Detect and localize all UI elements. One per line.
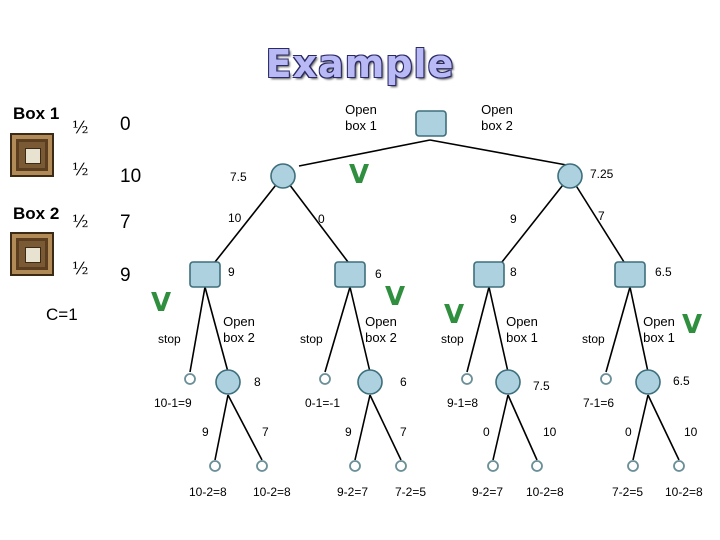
chance-value-l4-a: 8 xyxy=(254,375,261,389)
root-checkmark: V xyxy=(349,160,370,190)
tree-edges xyxy=(189,139,680,461)
leaf-value-7: 7-2=5 xyxy=(612,485,644,499)
outcome-value-4: 7 xyxy=(400,425,407,439)
decision-value-c: 8 xyxy=(510,265,517,279)
chance-value-l4-c: 7.5 xyxy=(533,379,550,393)
open-box-2-text-b: Open box 2 xyxy=(365,314,397,345)
leaf-value-1: 10-2=8 xyxy=(189,485,227,499)
cost-label: C=1 xyxy=(46,305,78,324)
decision-value-a: 9 xyxy=(228,265,235,279)
leaf-value-6: 10-2=8 xyxy=(526,485,564,499)
outcome-value-1: 9 xyxy=(202,425,209,439)
open-box-1-text-c: Open box 1 xyxy=(506,314,538,345)
stop-value-d: 7-1=6 xyxy=(583,396,615,410)
chance-node-l4-b xyxy=(357,369,383,395)
chance-node-l4-c xyxy=(495,369,521,395)
root-open-box-1-label: Open box 1 xyxy=(337,102,385,134)
stop-label-b: stop xyxy=(300,332,323,346)
open-box-1-label-d: Open box 1 xyxy=(638,314,680,346)
prob-box2-0: ½ xyxy=(72,212,89,232)
branch-value-d: 7 xyxy=(598,209,605,223)
decision-value-d: 6.5 xyxy=(655,265,672,279)
decision-node-a xyxy=(189,261,221,288)
outcome-value-8: 10 xyxy=(684,425,698,439)
stop-value-a: 10-1=9 xyxy=(154,396,192,410)
check-c: V xyxy=(444,300,465,330)
value-box1-0: 0 xyxy=(120,114,131,135)
value-chance-left: 7.5 xyxy=(230,170,247,184)
open-box-2-label-b: Open box 2 xyxy=(360,314,402,346)
outcome-value-3: 9 xyxy=(345,425,352,439)
chance-node-l4-d xyxy=(635,369,661,395)
chance-value-l4-b: 6 xyxy=(400,375,407,389)
decision-node-c xyxy=(473,261,505,288)
decision-value-b: 6 xyxy=(375,267,382,281)
open-box-1-label-c: Open box 1 xyxy=(501,314,543,346)
open-box-2-text-a: Open box 2 xyxy=(223,314,255,345)
box2-crate-icon xyxy=(10,232,54,276)
chance-node-l4-a xyxy=(215,369,241,395)
value-box2-1: 9 xyxy=(120,265,131,286)
open-box-1-text: Open box 1 xyxy=(345,102,377,133)
stop-label-d: stop xyxy=(582,332,605,346)
outcome-value-7: 0 xyxy=(625,425,632,439)
leaf-value-8: 10-2=8 xyxy=(665,485,703,499)
leaf-value-2: 10-2=8 xyxy=(253,485,291,499)
prob-box1-1: ½ xyxy=(72,160,89,180)
check-b: V xyxy=(385,282,406,312)
box2-label: Box 2 xyxy=(13,204,60,223)
box1-crate-icon xyxy=(10,133,54,177)
open-box-2-label-a: Open box 2 xyxy=(218,314,260,346)
open-box-1-text-d: Open box 1 xyxy=(643,314,675,345)
chance-value-l4-d: 6.5 xyxy=(673,374,690,388)
chance-node-open-box-1 xyxy=(270,163,296,189)
leaf-value-5: 9-2=7 xyxy=(472,485,504,499)
value-box1-1: 10 xyxy=(120,166,142,187)
value-box2-0: 7 xyxy=(120,212,131,233)
prob-box1-0: ½ xyxy=(72,118,89,138)
branch-value-b: 0 xyxy=(318,212,325,226)
value-chance-right: 7.25 xyxy=(590,167,614,181)
page-title: Example xyxy=(265,42,455,86)
stop-value-b: 0-1=-1 xyxy=(305,396,341,410)
box1-label: Box 1 xyxy=(13,104,60,123)
outcome-value-2: 7 xyxy=(262,425,269,439)
root-open-box-2-label: Open box 2 xyxy=(473,102,521,134)
stop-value-c: 9-1=8 xyxy=(447,396,479,410)
open-box-2-text: Open box 2 xyxy=(481,102,513,133)
outcome-value-5: 0 xyxy=(483,425,490,439)
check-d: V xyxy=(682,310,703,340)
chance-node-open-box-2 xyxy=(557,163,583,189)
check-a: V xyxy=(151,288,172,318)
root-decision-node xyxy=(415,110,447,137)
prob-box2-1: ½ xyxy=(72,259,89,279)
stop-label-c: stop xyxy=(441,332,464,346)
leaf-value-3: 9-2=7 xyxy=(337,485,369,499)
terminal-nodes xyxy=(184,373,685,472)
outcome-value-6: 10 xyxy=(543,425,557,439)
leaf-value-4: 7-2=5 xyxy=(395,485,427,499)
stop-label-a: stop xyxy=(158,332,181,346)
decision-node-b xyxy=(334,261,366,288)
branch-value-a: 10 xyxy=(228,211,242,225)
branch-value-c: 9 xyxy=(510,212,517,226)
decision-node-d xyxy=(614,261,646,288)
